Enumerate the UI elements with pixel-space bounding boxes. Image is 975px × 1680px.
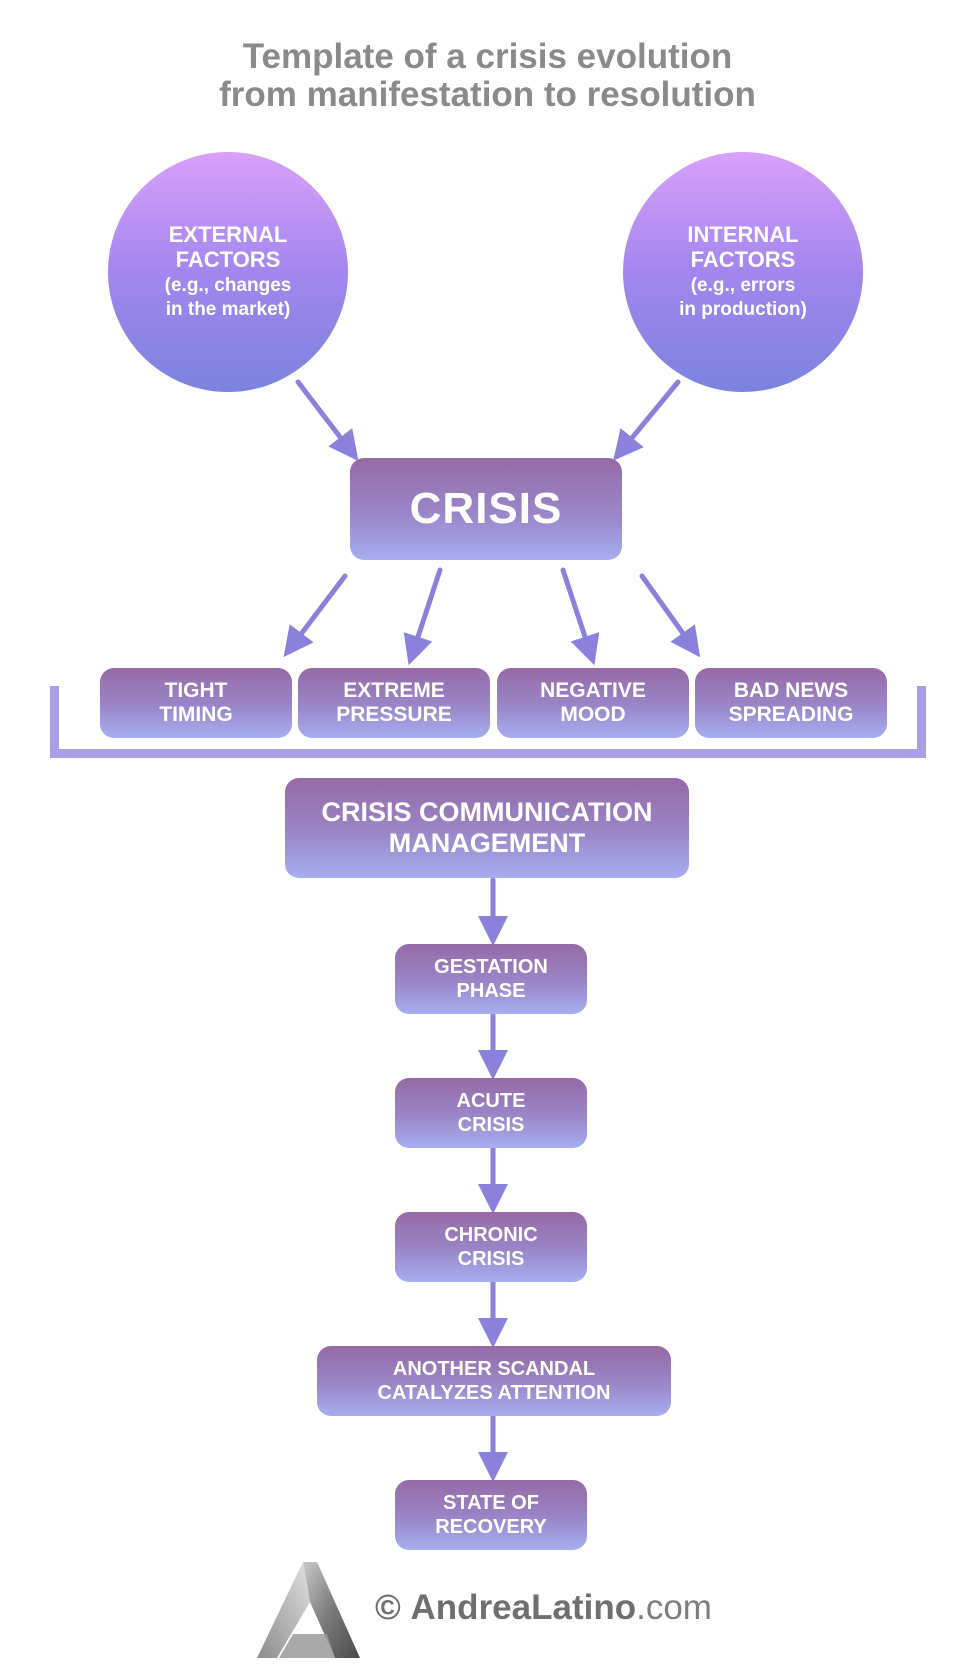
brand-text: © AndreaLatino.com [375, 1588, 712, 1628]
crisis-box: CRISIS [350, 458, 622, 560]
phase-box-gestation: GESTATION PHASE [395, 944, 587, 1014]
effect-line-2: MOOD [560, 703, 626, 726]
effects-bracket [50, 686, 926, 758]
title-line-1: Template of a crisis evolution [242, 37, 733, 76]
effect-box-bad-news-spreading: BAD NEWS SPREADING [695, 668, 887, 738]
phase-line-2: RECOVERY [435, 1516, 547, 1538]
phase-line-2: CATALYZES ATTENTION [377, 1382, 611, 1404]
phase-line-1: GESTATION [434, 956, 548, 978]
phase-line-1: CHRONIC [444, 1224, 538, 1246]
external-factors-circle: EXTERNAL FACTORS (e.g., changes in the m… [108, 152, 348, 392]
arrow-crisis-to-tight-timing [283, 573, 348, 658]
phase-line-1: ACUTE [456, 1090, 526, 1112]
effect-box-extreme-pressure: EXTREME PRESSURE [298, 668, 490, 738]
management-line-1: CRISIS COMMUNICATION [321, 797, 653, 827]
effect-line-1: BAD NEWS [733, 679, 849, 702]
phase-box-chronic-crisis: CHRONIC CRISIS [395, 1212, 587, 1282]
diagram-title: Template of a crisis evolution from mani… [0, 38, 975, 114]
effect-box-negative-mood: NEGATIVE MOOD [497, 668, 689, 738]
external-factors-line-1: EXTERNAL [168, 222, 288, 247]
external-factors-line-2: FACTORS [175, 247, 281, 272]
internal-factors-line-1: INTERNAL [687, 222, 799, 247]
arrow-external-to-crisis [295, 379, 359, 462]
phase-line-1: STATE OF [443, 1492, 539, 1514]
title-line-2: from manifestation to resolution [219, 75, 756, 114]
management-line-2: MANAGEMENT [388, 828, 586, 858]
phase-box-state-of-recovery: STATE OF RECOVERY [395, 1480, 587, 1550]
arrow-crisis-to-negative-mood [560, 567, 600, 666]
internal-factors-line-2: FACTORS [690, 247, 796, 272]
phase-line-1: ANOTHER SCANDAL [392, 1358, 596, 1380]
phase-line-2: CRISIS [457, 1248, 525, 1270]
phase-box-acute-crisis: ACUTE CRISIS [395, 1078, 587, 1148]
arrow-internal-to-crisis [613, 379, 681, 461]
crisis-label: CRISIS [409, 484, 563, 533]
internal-factors-example-2: in production) [679, 299, 807, 320]
external-factors-example-2: in the market) [165, 299, 291, 320]
andrea-latino-logo-icon [257, 1562, 360, 1658]
crisis-communication-management-box: CRISIS COMMUNICATION MANAGEMENT [285, 778, 689, 878]
phase-line-2: PHASE [456, 980, 526, 1002]
arrow-crisis-to-extreme-pressure [403, 567, 443, 666]
effect-box-tight-timing: TIGHT TIMING [100, 668, 292, 738]
effect-line-1: TIGHT [164, 679, 228, 702]
footer: © AndreaLatino.com [255, 1560, 775, 1660]
effect-line-2: TIMING [159, 703, 233, 726]
internal-factors-circle: INTERNAL FACTORS (e.g., errors in produc… [623, 152, 863, 392]
phase-line-2: CRISIS [457, 1114, 525, 1136]
brand-name: AndreaLatino [410, 1588, 637, 1627]
phase-box-another-scandal: ANOTHER SCANDAL CATALYZES ATTENTION [317, 1346, 671, 1416]
effect-line-2: SPREADING [728, 703, 854, 726]
arrow-crisis-to-bad-news [639, 573, 701, 658]
effect-line-2: PRESSURE [336, 703, 452, 726]
external-factors-example-1: (e.g., changes [164, 275, 292, 296]
brand-domain: .com [636, 1588, 712, 1627]
effect-line-1: EXTREME [343, 679, 445, 702]
internal-factors-example-1: (e.g., errors [690, 275, 796, 296]
copyright-symbol: © [375, 1588, 401, 1627]
effect-line-1: NEGATIVE [540, 679, 646, 702]
